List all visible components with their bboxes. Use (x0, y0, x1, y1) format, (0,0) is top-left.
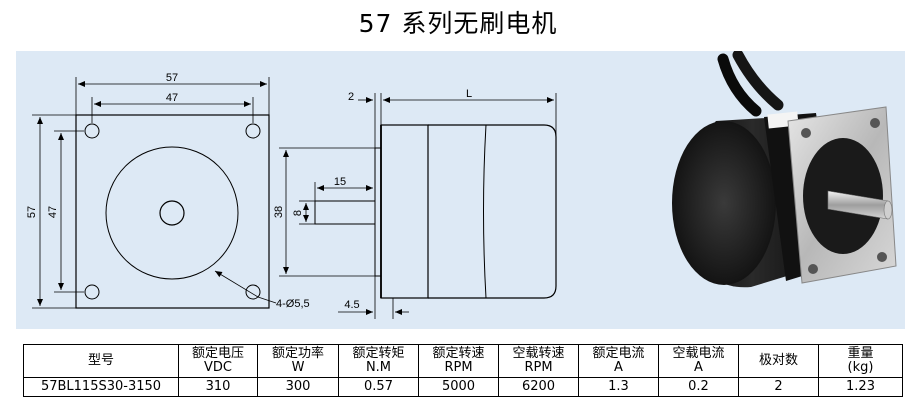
col-header-weight: 重量(kg) (818, 344, 903, 378)
side-view: 2 L 15 38 8 4.5 (273, 88, 557, 319)
dim-height-outer: 57 (26, 206, 38, 218)
table-row: 57BL115S30-3150 310 300 0.57 5000 6200 1… (23, 377, 903, 397)
page-title: 57 系列无刷电机 (358, 9, 558, 38)
motor-photo (672, 51, 897, 288)
dim-length: L (466, 88, 472, 100)
cell-rated-voltage: 310 (178, 377, 258, 397)
cell-rated-torque: 0.57 (338, 377, 419, 397)
cell-no-load-speed: 6200 (498, 377, 579, 397)
dim-width-inner: 47 (166, 92, 178, 104)
dim-hole: 4-Ø5,5 (276, 298, 310, 310)
col-header-pole-pairs: 极对数 (738, 344, 819, 378)
dimension-drawing: 57 47 57 47 4-Ø5,5 (26, 51, 897, 319)
dim-height-inner: 47 (47, 206, 59, 218)
drawing-panel: 57 47 57 47 4-Ø5,5 (16, 51, 905, 329)
col-header-model: 型号 (23, 344, 179, 378)
dim-flange: 2 (348, 91, 354, 103)
dim-shaft-length: 15 (334, 176, 346, 188)
dim-width-outer: 57 (166, 72, 178, 84)
cell-model: 57BL115S30-3150 (23, 377, 179, 397)
dim-shaft-diameter: 8 (292, 210, 304, 216)
cell-rated-current: 1.3 (578, 377, 659, 397)
cell-rated-power: 300 (257, 377, 339, 397)
cell-rated-speed: 5000 (418, 377, 499, 397)
cell-no-load-current: 0.2 (658, 377, 739, 397)
cell-weight: 1.23 (818, 377, 903, 397)
cell-pole-pairs: 2 (738, 377, 819, 397)
dim-pilot: 38 (273, 206, 285, 218)
front-view: 57 47 57 47 4-Ø5,5 (26, 72, 310, 310)
dim-flat: 4.5 (344, 299, 359, 311)
